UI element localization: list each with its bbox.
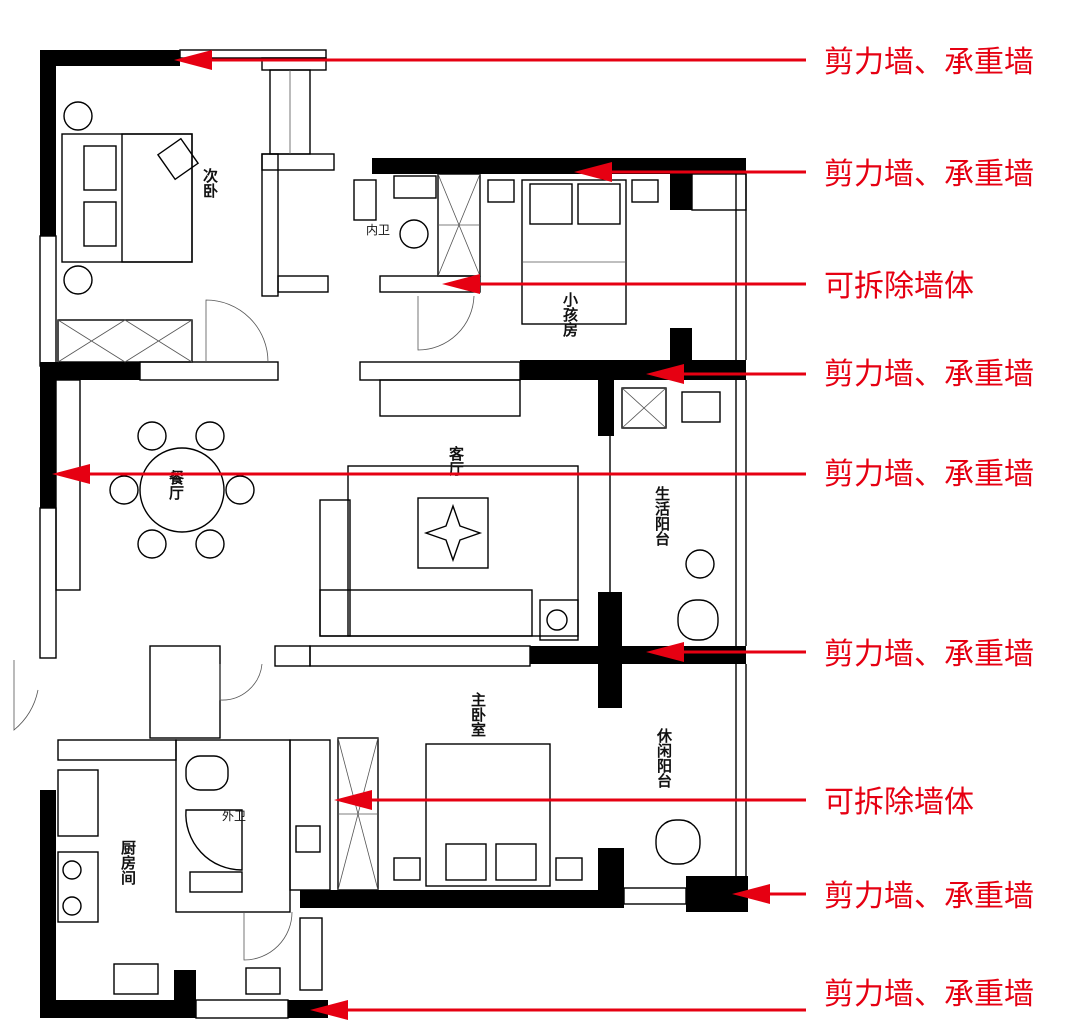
annotation-label: 剪力墙、承重墙 xyxy=(824,45,1034,80)
furniture-group xyxy=(13,69,721,995)
room-labels: 次卧 内卫 小孩房 客厅 餐厅 生活阳台 主卧室 休闲阳台 外卫 厨房间 xyxy=(119,167,673,886)
room-outer-bath: 外卫 xyxy=(222,809,246,823)
room-dining-room: 餐厅 xyxy=(167,469,185,501)
annotation-label: 可拆除墙体 xyxy=(824,269,974,304)
room-leisure-balcony: 休闲阳台 xyxy=(655,727,673,789)
annotation-label: 剪力墙、承重墙 xyxy=(824,637,1034,672)
annotation-label: 剪力墙、承重墙 xyxy=(824,457,1034,492)
wall-group xyxy=(39,49,748,1019)
annotation-label: 剪力墙、承重墙 xyxy=(824,157,1034,192)
room-utility-balcony: 生活阳台 xyxy=(653,485,671,547)
annotation-arrows xyxy=(52,50,806,1020)
room-inner-bath: 内卫 xyxy=(366,223,390,237)
annotation-label: 可拆除墙体 xyxy=(824,785,974,820)
room-second-bedroom: 次卧 xyxy=(201,167,219,199)
room-master-bedroom: 主卧室 xyxy=(469,691,487,737)
room-kids-room: 小孩房 xyxy=(561,292,579,338)
annotation-label: 剪力墙、承重墙 xyxy=(824,977,1034,1012)
annotation-label: 剪力墙、承重墙 xyxy=(824,879,1034,914)
annotation-label: 剪力墙、承重墙 xyxy=(824,357,1034,392)
annotation-labels: 剪力墙、承重墙 剪力墙、承重墙 可拆除墙体 剪力墙、承重墙 剪力墙、承重墙 剪力… xyxy=(824,45,1034,1012)
room-living-room: 客厅 xyxy=(447,445,465,477)
room-kitchen: 厨房间 xyxy=(119,840,137,886)
